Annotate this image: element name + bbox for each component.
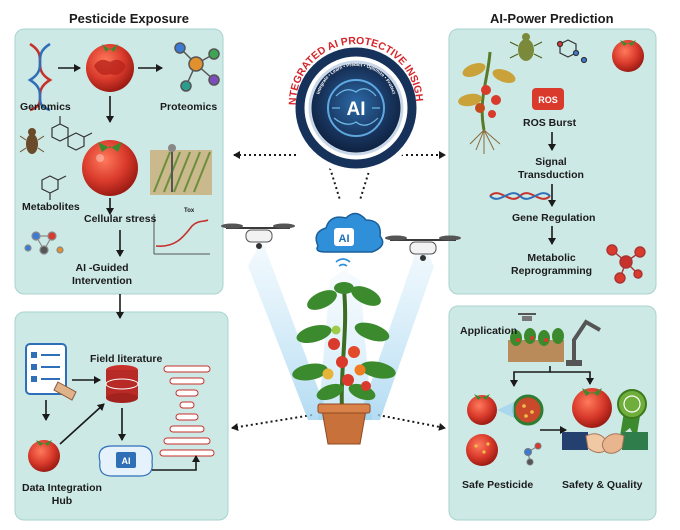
label-cellular-stress: Cellular stress (84, 213, 157, 225)
cloud-core: AI (339, 233, 350, 245)
header-pesticide-exposure: Pesticide Exposure (69, 11, 189, 26)
molecule-ring-icon (41, 175, 67, 200)
arrow-application-split (510, 366, 551, 387)
label-ai-guided-line2: Intervention (72, 275, 133, 287)
tomato-slice-icon (86, 44, 134, 92)
magnifier-icon (497, 394, 544, 426)
beetle-icon (509, 33, 543, 61)
neural-network-icon (159, 365, 215, 457)
label-data-integration-hub: Data Integration Hub (22, 482, 102, 508)
toxicity-curve-icon (153, 214, 210, 255)
ai-chip-icon: AI (98, 445, 153, 477)
chip-core: AI (122, 456, 131, 466)
label-field-literature: Field literature (90, 353, 163, 365)
ball-stick-molecule-icon (24, 231, 64, 255)
checklist-clipboard-icon (25, 343, 77, 401)
metabolic-network-icon (606, 244, 646, 284)
sprayed-tomato-icon (466, 394, 498, 466)
tomato-vine-icon (458, 51, 516, 154)
tomato-icon-hub (28, 440, 60, 472)
label-signal-line2: Transduction (518, 169, 584, 181)
drone-left-icon (221, 223, 295, 249)
center-connectors (231, 151, 446, 431)
label-application: Application (460, 325, 518, 337)
label-genomics: Genomics (20, 101, 71, 113)
field-sprayer-icon (150, 144, 212, 195)
label-ai-guided-line1: AI -Guided (75, 262, 129, 274)
label-ros-burst: ROS Burst (523, 117, 577, 129)
ai-cloud-icon: AI (315, 212, 384, 267)
label-tox-curve: Tox (184, 208, 195, 214)
label-gene-regulation: Gene Regulation (512, 212, 596, 224)
label-metabolic-line1: Metabolic (527, 252, 576, 264)
molecule-icon-safe (524, 442, 542, 466)
panel-ai-prediction (448, 28, 657, 295)
label-safe-pesticide: Safe Pesticide (462, 479, 534, 491)
label-metabolic-line2: Reprogramming (511, 265, 593, 277)
molecule-structure-icon (51, 116, 93, 151)
label-safety-quality: Safety & Quality (562, 479, 643, 491)
panel-application (448, 305, 657, 521)
handshake-icon (562, 432, 648, 454)
arrow-application-split-right (550, 371, 594, 385)
protein-network-icon (174, 42, 220, 92)
molecule-icon-prediction (556, 39, 588, 64)
label-ai-guided: AI -Guided Intervention (72, 262, 132, 288)
tomato-icon-prediction (612, 40, 644, 72)
label-hub-line2: Hub (51, 495, 73, 507)
arrow-chip-to-network (152, 455, 200, 471)
label-proteomics: Proteomics (160, 101, 218, 113)
header-ai-power-prediction: AI-Power Prediction (490, 11, 614, 26)
tomato-icon-quality (572, 388, 612, 428)
database-icon (105, 365, 139, 403)
arrow-tomato-hub-to-database (59, 403, 105, 445)
label-metabolites: Metabolites (22, 201, 80, 213)
insect-icon (19, 128, 45, 154)
ros-badge-label: ROS (538, 95, 558, 105)
dna-helix-icon (27, 42, 53, 112)
badge-core: AI (347, 99, 366, 120)
label-signal-line1: Signal (535, 156, 567, 168)
dna-strand-icon (489, 192, 551, 200)
label-metabolic-reprogramming: Metabolic Reprogramming (511, 252, 592, 278)
ros-badge-icon: ROS (532, 88, 564, 110)
tomato-plant-icon (292, 282, 396, 445)
drone-right-icon (385, 235, 461, 261)
label-hub-line1: Data Integration (22, 482, 102, 494)
greenhouse-robot-icon (508, 313, 601, 366)
label-signal-transduction: Signal Transduction (518, 156, 584, 182)
tomato-icon-exposure (82, 140, 138, 196)
